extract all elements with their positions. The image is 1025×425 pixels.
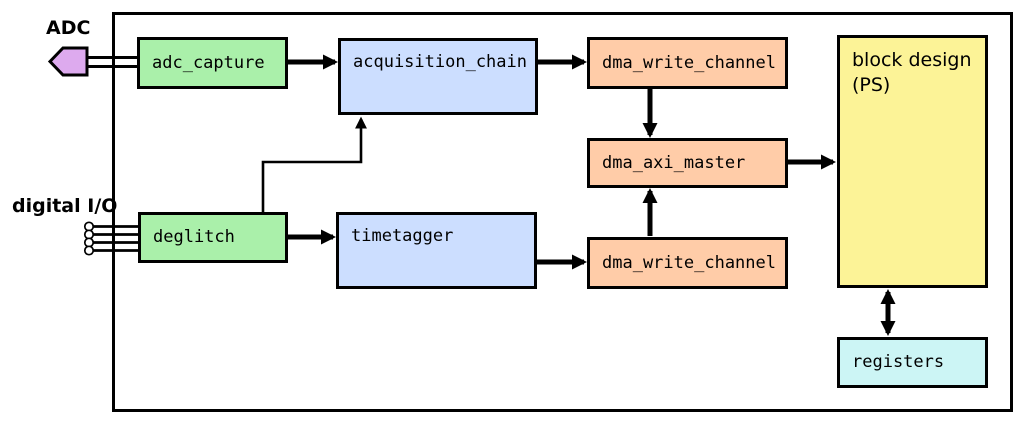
block-label: dma_axi_master [602,152,746,173]
block-label: block design [852,49,972,71]
block-dma-write-channel-bottom: dma_write_channel [587,237,788,289]
block-label: adc_capture [152,52,265,73]
block-acquisition-chain: acquisition_chain [338,38,538,115]
block-label: dma_write_channel [602,252,776,273]
block-block-design-ps: block design (PS) [837,35,988,288]
block-timetagger: timetagger [336,212,537,289]
block-dma-write-channel-top: dma_write_channel [587,37,788,89]
block-dma-axi-master: dma_axi_master [587,138,788,188]
block-deglitch: deglitch [138,212,288,263]
block-label: timetagger [351,226,454,246]
block-label: acquisition_chain [353,52,527,72]
block-registers: registers [837,337,988,388]
outer-boundary [112,12,1013,412]
digital-io-port-label: digital I/O [12,195,118,217]
block-label: deglitch [153,227,235,248]
block-label: dma_write_channel [602,52,776,73]
adc-port-label: ADC [46,17,91,39]
block-sublabel: (PS) [852,73,891,96]
block-label: registers [852,352,945,373]
block-adc-capture: adc_capture [137,37,288,89]
adc-port-icon [47,46,89,77]
